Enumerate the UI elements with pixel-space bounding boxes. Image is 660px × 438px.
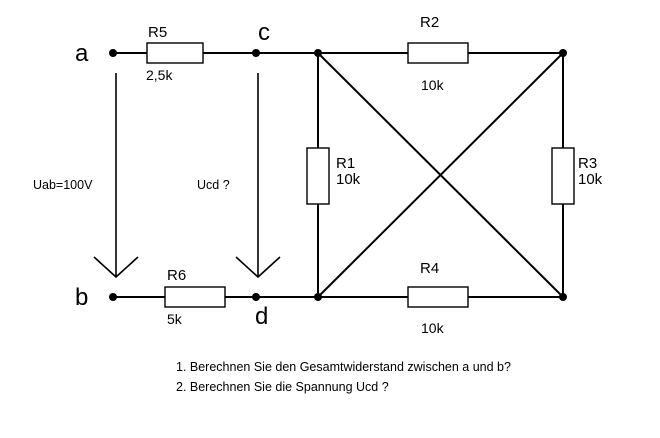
- voltage-arrow-uab: [93, 73, 139, 279]
- r3-value: 10k: [578, 171, 603, 188]
- ucd-label: Ucd ?: [197, 178, 230, 192]
- resistor-r5: [146, 42, 204, 64]
- junction-bottom-right-dot: [559, 293, 567, 301]
- voltage-arrow-ucd: [235, 73, 281, 279]
- r4-name: R4: [420, 260, 439, 277]
- resistor-r1: [306, 147, 330, 205]
- junction-bottom-left-dot: [314, 293, 322, 301]
- wire-diagonal-2: [317, 52, 564, 298]
- task-2: 2. Berechnen Sie die Spannung Ucd ?: [176, 380, 389, 394]
- r1-value: 10k: [336, 171, 361, 188]
- uab-label: Uab=100V: [33, 178, 93, 192]
- task-1: 1. Berechnen Sie den Gesamtwiderstand zw…: [176, 360, 511, 374]
- node-a-dot: [109, 49, 117, 57]
- r2-name: R2: [420, 14, 439, 31]
- resistor-r4: [407, 286, 469, 308]
- node-label-a: a: [75, 40, 89, 67]
- junction-top-left-dot: [314, 49, 322, 57]
- node-label-d: d: [255, 303, 268, 330]
- junction-top-right-dot: [559, 49, 567, 57]
- node-label-c: c: [258, 19, 270, 46]
- r5-value: 2,5k: [146, 67, 173, 83]
- r4-value: 10k: [421, 320, 445, 336]
- r3-name: R3: [578, 155, 597, 172]
- node-d-dot: [252, 293, 260, 301]
- r6-name: R6: [167, 267, 186, 284]
- resistor-r2: [407, 42, 469, 64]
- resistor-r3: [551, 147, 575, 205]
- r6-value: 5k: [167, 311, 183, 327]
- r2-value: 10k: [421, 77, 445, 93]
- r1-name: R1: [336, 155, 355, 172]
- resistor-r6: [164, 286, 226, 308]
- node-label-b: b: [75, 284, 88, 311]
- node-c-dot: [252, 49, 260, 57]
- node-b-dot: [109, 293, 117, 301]
- r5-name: R5: [148, 24, 167, 41]
